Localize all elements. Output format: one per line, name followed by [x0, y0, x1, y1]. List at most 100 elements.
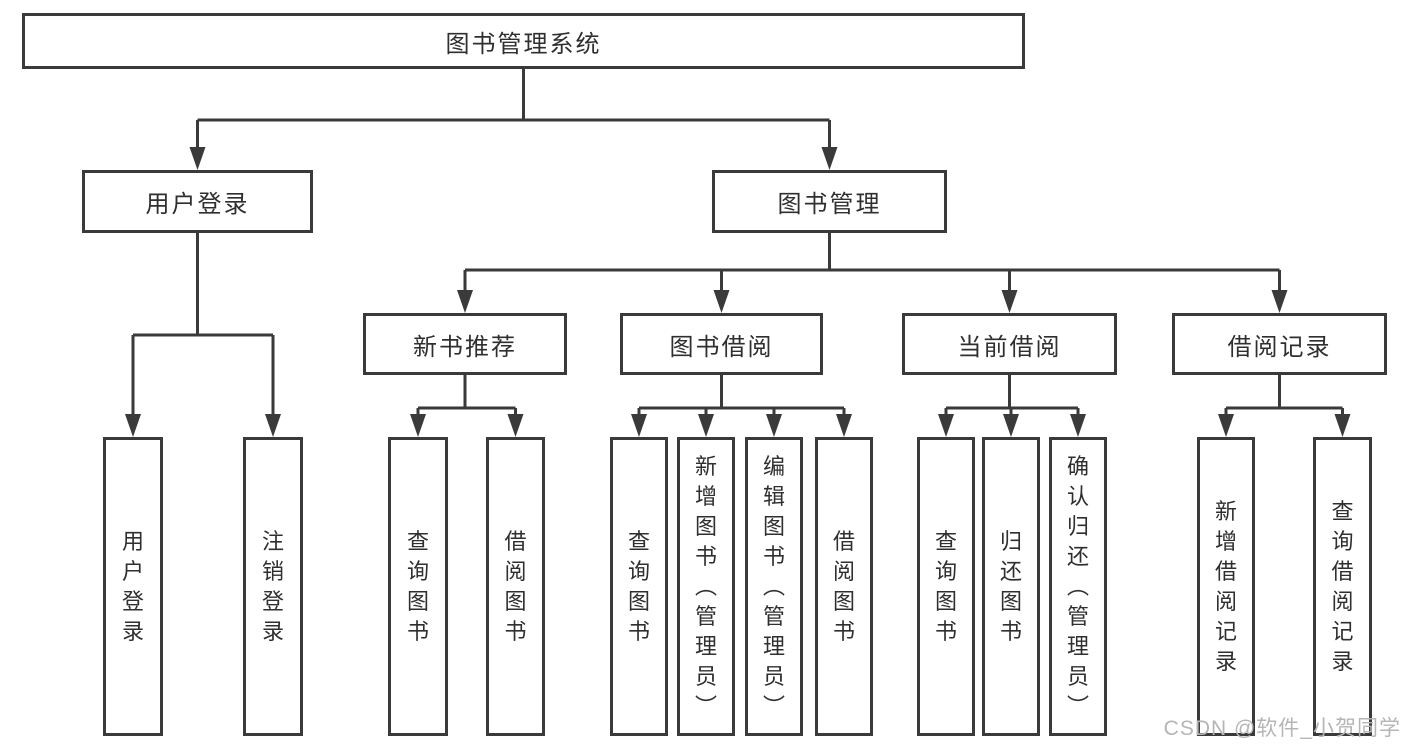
node-label-char: 增: [694, 483, 717, 509]
node-label-char: 询: [627, 558, 650, 584]
node-label-char: 借: [832, 528, 855, 554]
node-label-char: 阅: [1214, 588, 1237, 614]
node-leaf-bb-add: 新增图书︵管理员︶: [677, 437, 735, 736]
node-label-char: 书: [627, 618, 650, 644]
arrowhead-icon: [1218, 414, 1234, 437]
node-label-char: 书: [694, 543, 717, 569]
node-label-char: 图: [406, 588, 429, 614]
arrowhead-icon: [698, 414, 714, 437]
arrowhead-icon: [265, 414, 281, 437]
arrowhead-icon: [631, 414, 647, 437]
node-label-char: 员: [694, 663, 717, 689]
node-label-char: ︵: [1066, 573, 1089, 599]
node-label-char: 增: [1214, 528, 1237, 554]
node-label-char: 新: [1214, 498, 1237, 524]
node-label-char: 借: [1214, 558, 1237, 584]
node-label-char: 归: [1066, 513, 1089, 539]
node-label-char: 归: [999, 528, 1022, 554]
node-label-char: 图: [627, 588, 650, 614]
node-label-char: 录: [1214, 648, 1237, 674]
arrowhead-icon: [836, 414, 852, 437]
arrowhead-icon: [507, 414, 524, 437]
arrowhead-icon: [1001, 290, 1018, 313]
node-label-char: 管: [694, 603, 717, 629]
node-leaf-cb-confirm: 确认归还︵管理员︶: [1049, 437, 1107, 736]
node-label-char: 记: [1214, 618, 1237, 644]
node-label-char: 图: [934, 588, 957, 614]
node-label-char: ︵: [694, 573, 717, 599]
node-label-char: 管: [1066, 603, 1089, 629]
node-label-char: 理: [694, 633, 717, 659]
node-label-char: 询: [406, 558, 429, 584]
node-label-char: 辑: [762, 483, 785, 509]
node-leaf-bb-borrow: 借阅图书: [815, 437, 873, 736]
node-label-char: 图: [832, 588, 855, 614]
node-label-char: 录: [261, 618, 284, 644]
node-label-char: ︶: [1066, 693, 1089, 719]
arrowhead-icon: [189, 147, 206, 170]
arrowhead-icon: [821, 147, 838, 170]
node-label-char: 查: [627, 528, 650, 554]
node-leaf-rec-query: 查询图书: [388, 437, 448, 736]
node-leaf-logout: 注销登录: [243, 437, 303, 736]
arrowhead-icon: [713, 290, 730, 313]
node-label-char: ︶: [762, 693, 785, 719]
node-label-char: 用: [121, 528, 144, 554]
node-label-char: 员: [1066, 663, 1089, 689]
node-label-char: 理: [1066, 633, 1089, 659]
node-book-borrow: 图书借阅: [620, 313, 823, 375]
node-label-char: 销: [261, 558, 284, 584]
node-label-char: 还: [1066, 543, 1089, 569]
arrowhead-icon: [1271, 290, 1288, 313]
node-label-char: 录: [1331, 648, 1354, 674]
node-leaf-user-login: 用户登录: [103, 437, 163, 736]
node-label-char: 书: [934, 618, 957, 644]
node-leaf-cb-query: 查询图书: [917, 437, 975, 736]
node-label-char: 录: [121, 618, 144, 644]
arrowhead-icon: [457, 290, 473, 313]
node-label-char: 理: [762, 633, 785, 659]
node-label-char: 图: [504, 588, 527, 614]
node-label-char: 询: [934, 558, 957, 584]
node-label-char: 阅: [504, 558, 527, 584]
node-label-char: 登: [261, 588, 284, 614]
node-borrow-record: 借阅记录: [1172, 313, 1387, 375]
node-label-char: 书: [999, 618, 1022, 644]
arrowhead-icon: [938, 414, 954, 437]
arrowhead-icon: [1070, 414, 1086, 437]
node-label-char: 图: [762, 513, 785, 539]
node-label-char: 记: [1331, 618, 1354, 644]
node-label-char: 查: [934, 528, 957, 554]
node-label-char: 图: [999, 588, 1022, 614]
node-label-char: 书: [762, 543, 785, 569]
node-label-char: 书: [832, 618, 855, 644]
node-label-char: 图: [694, 513, 717, 539]
node-label-char: 注: [261, 528, 284, 554]
node-label-char: 询: [1331, 528, 1354, 554]
node-label-char: 还: [999, 558, 1022, 584]
arrowhead-icon: [766, 414, 782, 437]
node-label-char: 员: [762, 663, 785, 689]
node-label-char: 查: [1331, 498, 1354, 524]
node-leaf-rec-borrow: 借阅图书: [486, 437, 545, 736]
node-label-char: ︵: [762, 573, 785, 599]
arrowhead-icon: [125, 414, 141, 437]
arrowhead-icon: [410, 414, 426, 437]
node-current-borrow: 当前借阅: [902, 313, 1117, 375]
arrowhead-icon: [1003, 414, 1019, 437]
node-user-login: 用户登录: [82, 170, 313, 233]
watermark: CSDN @软件_小贺同学: [1163, 717, 1401, 740]
arrowhead-icon: [1334, 414, 1351, 437]
node-leaf-bb-query: 查询图书: [610, 437, 668, 736]
node-book-mgmt: 图书管理: [712, 170, 947, 233]
node-root: 图书管理系统: [22, 13, 1025, 69]
node-leaf-cb-return: 归还图书: [982, 437, 1040, 736]
node-leaf-br-query: 查询借阅记录: [1313, 437, 1372, 736]
node-label-char: 书: [406, 618, 429, 644]
node-label-char: 阅: [832, 558, 855, 584]
node-label-char: 书: [504, 618, 527, 644]
node-new-book-rec: 新书推荐: [363, 313, 567, 375]
node-label-char: 编: [762, 453, 785, 479]
